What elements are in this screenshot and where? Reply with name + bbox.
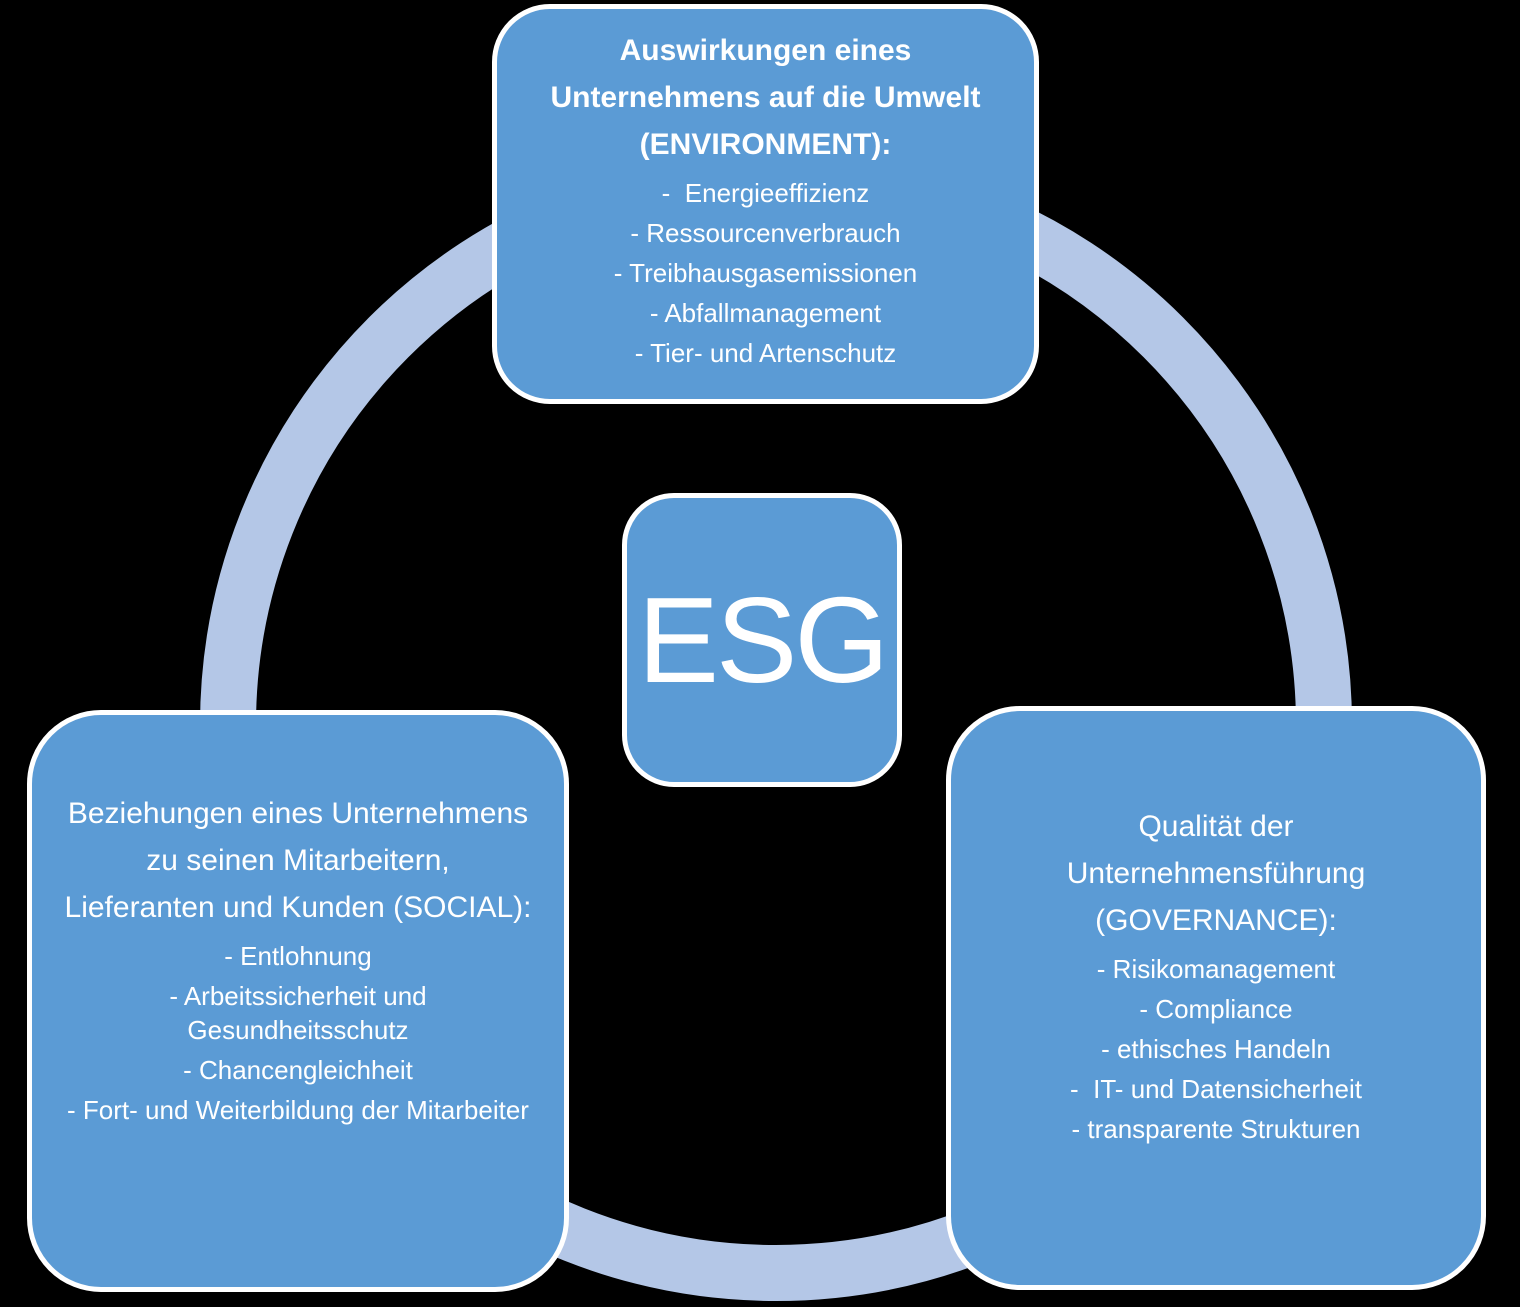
- list-item: - IT- und Datensicherheit: [1070, 1074, 1362, 1104]
- node-environment: Auswirkungen eines Unternehmens auf die …: [492, 4, 1039, 404]
- environment-title-line: Auswirkungen eines: [619, 34, 912, 67]
- list-item: - Treibhausgasemissionen: [613, 258, 918, 288]
- list-item: - Energieeffizienz: [661, 178, 870, 208]
- list-item: - Tier- und Artenschutz: [634, 338, 897, 368]
- environment-title: Auswirkungen eines Unternehmens auf die …: [531, 27, 1000, 168]
- node-esg-center: ESG: [622, 493, 902, 787]
- environment-item-list: - Energieeffizienz - Ressourcenverbrauch…: [531, 176, 1000, 370]
- social-title: Beziehungen eines Unternehmens zu seinen…: [58, 790, 538, 931]
- list-item: - Compliance: [1139, 994, 1293, 1024]
- governance-title-line: Qualität der: [1138, 810, 1294, 843]
- social-title-line: Beziehungen eines Unternehmens: [67, 797, 529, 830]
- social-title-line: zu seinen Mitarbeitern,: [146, 844, 450, 877]
- node-governance: Qualität der Unternehmensführung (GOVERN…: [946, 706, 1486, 1290]
- governance-item-list: - Risikomanagement - Compliance - ethisc…: [981, 952, 1451, 1146]
- list-item: - Fort- und Weiterbildung der Mitarbeite…: [67, 1095, 529, 1125]
- social-title-line: Lieferanten und Kunden (SOCIAL):: [64, 891, 532, 924]
- list-item: - transparente Strukturen: [1071, 1114, 1361, 1144]
- node-social: Beziehungen eines Unternehmens zu seinen…: [27, 710, 569, 1292]
- social-item-list: - Entlohnung - Arbeitssicherheit und Ges…: [58, 939, 538, 1127]
- list-item: - ethisches Handeln: [1101, 1034, 1331, 1064]
- esg-label: ESG: [637, 572, 890, 708]
- governance-title-line: (GOVERNANCE):: [1095, 904, 1337, 937]
- environment-title-line: Unternehmens auf die Umwelt: [550, 81, 981, 114]
- list-item: - Arbeitssicherheit und Gesundheitsschut…: [169, 981, 434, 1045]
- list-item: - Entlohnung: [224, 941, 372, 971]
- list-item: - Ressourcenverbrauch: [630, 218, 901, 248]
- environment-title-line: (ENVIRONMENT):: [639, 128, 892, 161]
- list-item: - Risikomanagement: [1096, 954, 1336, 984]
- list-item: - Abfallmanagement: [649, 298, 882, 328]
- governance-title: Qualität der Unternehmensführung (GOVERN…: [981, 803, 1451, 944]
- governance-title-line: Unternehmensführung: [1066, 857, 1366, 890]
- list-item: - Chancengleichheit: [183, 1055, 413, 1085]
